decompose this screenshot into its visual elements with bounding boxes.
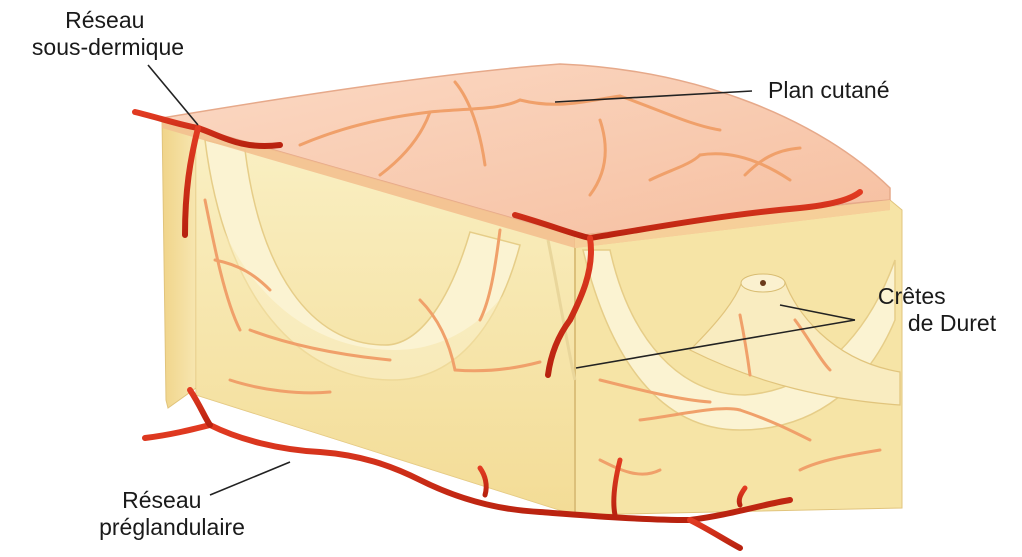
label-plan-cutane: Plan cutané bbox=[768, 77, 889, 103]
label-reseau-sous-dermique: Réseau sous-dermique bbox=[32, 7, 184, 60]
label-reseau-preglandulaire: Réseau préglandulaire bbox=[99, 487, 245, 540]
leader-preglandulaire bbox=[210, 462, 290, 495]
